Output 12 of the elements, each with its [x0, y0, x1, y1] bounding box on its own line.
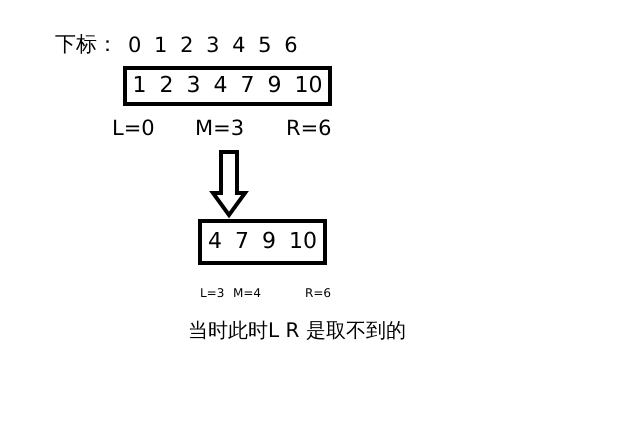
pointer-label: R=6 [305, 287, 332, 299]
pointer-label: L=3 [200, 287, 224, 299]
array-box: 4 7 9 10 [198, 219, 327, 265]
pointer-label: R=6 [286, 118, 332, 139]
pointer-label: M=4 [233, 287, 262, 299]
array-box: 1 2 3 4 7 9 10 [123, 66, 332, 106]
block-arrow [209, 150, 249, 218]
note-text: 当时此时L R 是取不到的 [188, 320, 406, 340]
pointer-label: M=3 [195, 118, 244, 139]
index-numbers: 0 1 2 3 4 5 6 [128, 35, 298, 56]
pointer-label: L=0 [112, 118, 155, 139]
axis-label: 下标： [55, 34, 118, 55]
